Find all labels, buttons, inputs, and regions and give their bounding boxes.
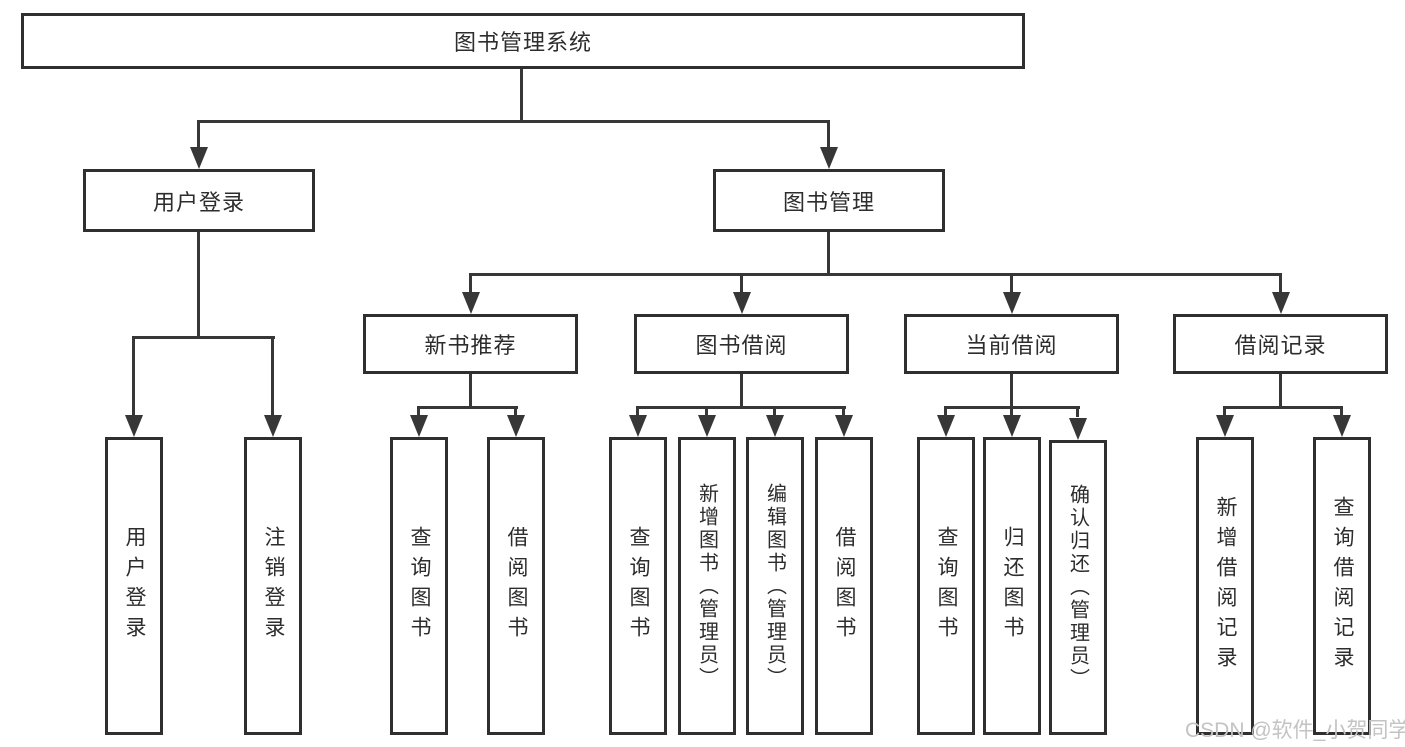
connector bbox=[740, 273, 743, 295]
arrow-down-icon bbox=[698, 415, 716, 437]
arrow-down-icon bbox=[820, 147, 838, 169]
connector bbox=[469, 273, 1282, 276]
connector bbox=[520, 66, 523, 120]
leaf-confirm-return-admin: 确认归还（管理员） bbox=[1049, 440, 1107, 735]
node-new-book-recommend: 新书推荐 bbox=[363, 314, 578, 374]
arrow-down-icon bbox=[507, 415, 525, 437]
connector bbox=[740, 374, 743, 406]
connector bbox=[197, 120, 830, 123]
connector bbox=[1076, 406, 1079, 417]
leaf-query-books-borrow: 查询图书 bbox=[609, 437, 667, 735]
arrow-down-icon bbox=[1216, 415, 1234, 437]
connector bbox=[271, 336, 274, 417]
connector bbox=[1279, 273, 1282, 295]
arrow-down-icon bbox=[125, 415, 143, 437]
leaf-borrow-books-recommend: 借阅图书 bbox=[487, 437, 545, 735]
node-library-system: 图书管理系统 bbox=[21, 13, 1025, 69]
connector bbox=[1010, 374, 1013, 406]
node-user-login: 用户登录 bbox=[83, 169, 315, 232]
arrow-down-icon bbox=[835, 415, 853, 437]
connector bbox=[197, 232, 200, 336]
connector bbox=[842, 406, 845, 417]
arrow-down-icon bbox=[766, 415, 784, 437]
arrow-down-icon bbox=[629, 415, 647, 437]
leaf-add-book-admin: 新增图书（管理员） bbox=[678, 437, 736, 735]
arrow-down-icon bbox=[733, 292, 751, 314]
arrow-down-icon bbox=[1272, 292, 1290, 314]
arrow-down-icon bbox=[462, 292, 480, 314]
connector bbox=[705, 406, 708, 417]
node-borrow-records: 借阅记录 bbox=[1173, 314, 1388, 374]
connector bbox=[1279, 374, 1282, 406]
connector bbox=[197, 120, 200, 148]
connector bbox=[514, 406, 517, 417]
connector bbox=[469, 374, 472, 406]
connector bbox=[417, 406, 420, 417]
node-book-management: 图书管理 bbox=[713, 169, 945, 232]
leaf-return-book: 归还图书 bbox=[983, 437, 1041, 735]
connector bbox=[1223, 406, 1226, 417]
arrow-down-icon bbox=[264, 415, 282, 437]
arrow-down-icon bbox=[1003, 415, 1021, 437]
node-book-borrow: 图书借阅 bbox=[634, 314, 849, 374]
arrow-down-icon bbox=[1069, 418, 1087, 440]
node-label: 用户登录 bbox=[152, 189, 245, 215]
node-label: 借阅记录 bbox=[1234, 333, 1327, 358]
arrow-down-icon bbox=[410, 415, 428, 437]
arrow-down-icon bbox=[937, 415, 955, 437]
arrow-down-icon bbox=[190, 147, 208, 169]
connector bbox=[132, 336, 135, 417]
node-label: 当前借阅 bbox=[965, 333, 1058, 358]
leaf-user-login: 用户登录 bbox=[105, 437, 163, 735]
csdn-watermark: CSDN @软件_小贺同学 bbox=[1185, 719, 1405, 742]
connector bbox=[636, 406, 639, 417]
node-label: 新书推荐 bbox=[424, 333, 517, 358]
connector bbox=[827, 120, 830, 148]
leaf-add-borrow-record: 新增借阅记录 bbox=[1196, 437, 1254, 735]
connector bbox=[1223, 406, 1343, 409]
leaf-logout: 注销登录 bbox=[244, 437, 302, 735]
leaf-query-books-current: 查询图书 bbox=[917, 437, 975, 735]
node-label: 图书借阅 bbox=[695, 333, 788, 358]
connector bbox=[132, 336, 275, 339]
connector bbox=[417, 406, 518, 409]
connector bbox=[827, 232, 830, 273]
leaf-borrow-books: 借阅图书 bbox=[815, 437, 873, 735]
node-label: 图书管理系统 bbox=[453, 30, 592, 55]
arrow-down-icon bbox=[1333, 415, 1351, 437]
leaf-query-borrow-record: 查询借阅记录 bbox=[1313, 437, 1371, 735]
connector bbox=[469, 273, 472, 295]
connector bbox=[773, 406, 776, 417]
leaf-query-books-recommend: 查询图书 bbox=[390, 437, 448, 735]
connector bbox=[636, 406, 846, 409]
connector bbox=[944, 406, 947, 417]
arrow-down-icon bbox=[1003, 292, 1021, 314]
leaf-edit-book-admin: 编辑图书（管理员） bbox=[746, 437, 804, 735]
connector bbox=[1010, 406, 1013, 417]
connector bbox=[1340, 406, 1343, 417]
node-label: 图书管理 bbox=[782, 189, 875, 215]
connector bbox=[1010, 273, 1013, 295]
node-current-borrow: 当前借阅 bbox=[904, 314, 1119, 374]
